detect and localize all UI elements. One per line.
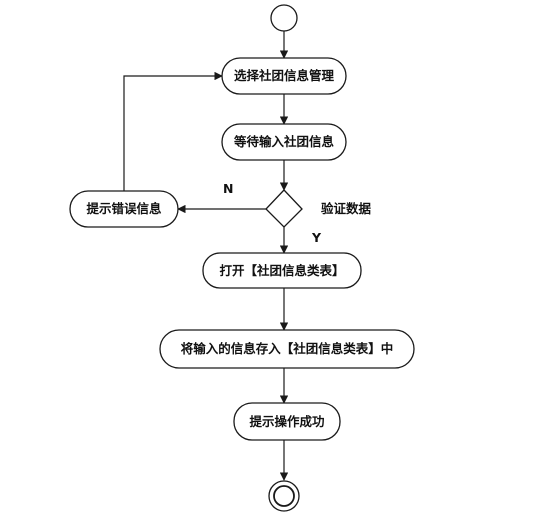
- action-save: [159, 329, 415, 369]
- action-select-label: 选择社团信息管理: [234, 68, 335, 83]
- initial-node: [270, 4, 298, 32]
- action-open: [202, 252, 362, 289]
- action-save-label: 将输入的信息存入【社团信息类表】中: [181, 341, 394, 356]
- action-select: [221, 57, 347, 95]
- guard-no-label: N: [223, 181, 233, 196]
- decision-validate: [265, 189, 303, 228]
- action-open-label: 打开【社团信息类表】: [219, 263, 344, 278]
- action-wait-label: 等待输入社团信息: [233, 134, 335, 149]
- action-success-label: 提示操作成功: [249, 414, 324, 429]
- final-node-inner: [273, 485, 295, 507]
- action-wait: [221, 123, 347, 161]
- action-error: [69, 190, 179, 228]
- action-error-label: 提示错误信息: [86, 201, 162, 216]
- action-success: [233, 402, 341, 441]
- edge-error-to-select: [123, 71, 223, 191]
- guard-yes-label: Y: [311, 230, 322, 245]
- decision-validate-label: 验证数据: [321, 201, 372, 216]
